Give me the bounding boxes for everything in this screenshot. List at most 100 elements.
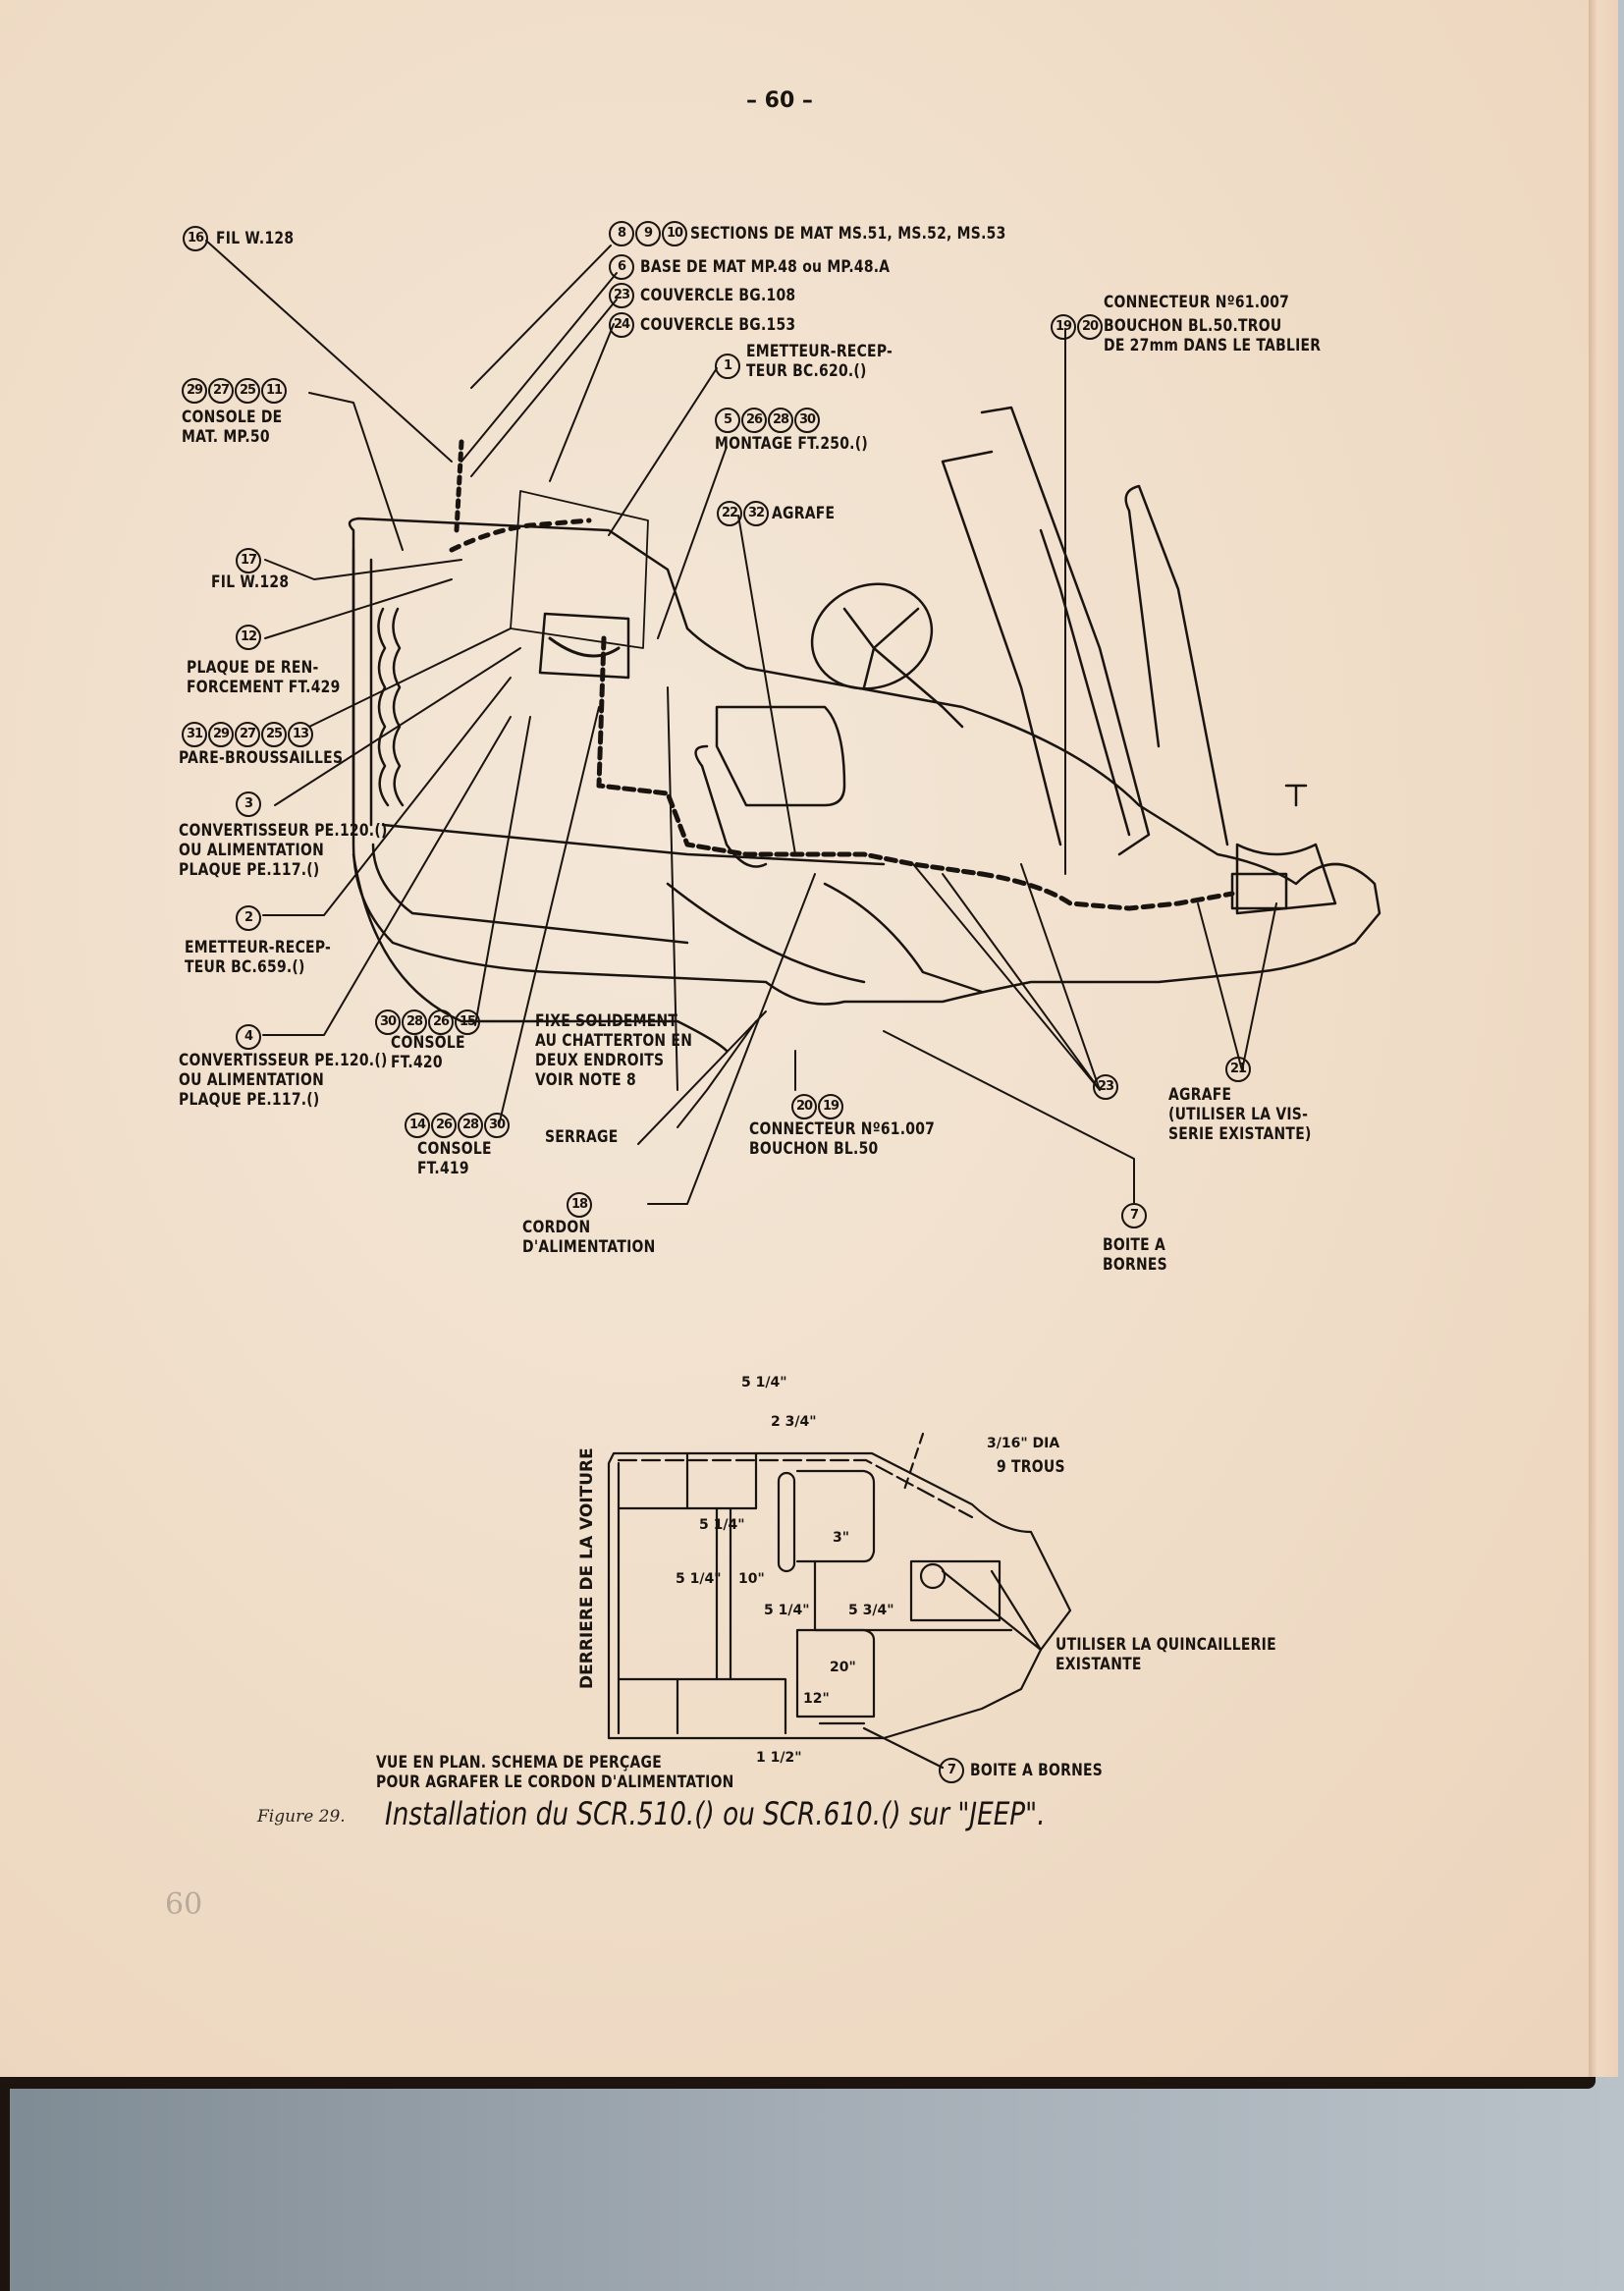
callout-number: 16 (183, 226, 208, 251)
callout-number: 14 (405, 1113, 430, 1138)
dimension: 5 1/4" (676, 1571, 722, 1587)
callout-16: 16 (183, 226, 209, 251)
plan-view-drawing (607, 1432, 1072, 1770)
callout-18: 18 (567, 1192, 593, 1218)
page-number-header: – 60 – (746, 88, 813, 113)
label-plug-bl50-hole: BOUCHON BL.50.TROU DE 27mm DANS LE TABLI… (1104, 316, 1322, 355)
callout-number: 32 (743, 501, 769, 526)
callout-6: 6 (609, 254, 635, 280)
dimension: 12" (803, 1691, 830, 1707)
callout-number: 25 (235, 378, 260, 404)
callout-23: 23 (609, 283, 635, 308)
label-clip-existing-screws: AGRAFE (UTILISER LA VIS- SERIE EXISTANTE… (1168, 1085, 1312, 1144)
callout-number: 30 (794, 408, 820, 433)
label-transceiver-bc659: EMETTEUR-RECEP- TEUR BC.659.() (185, 938, 332, 977)
callout-number: 19 (818, 1094, 843, 1119)
label-mast-base: BASE DE MAT MP.48 ou MP.48.A (640, 257, 891, 277)
label-transceiver-bc620: EMETTEUR-RECEP- TEUR BC.620.() (746, 342, 893, 381)
book-page (0, 0, 1596, 2089)
callout-number: 4 (236, 1024, 261, 1050)
label-converter-pe120-bottom: CONVERTISSEUR PE.120.() OU ALIMENTATION … (179, 1051, 388, 1110)
label-clamp: SERRAGE (545, 1127, 619, 1147)
callout-number: 11 (261, 378, 287, 404)
dimension: 2 3/4" (771, 1414, 817, 1430)
dimension: 5 1/4" (699, 1517, 745, 1533)
callout-number: 30 (375, 1009, 401, 1035)
callout-3: 3 (236, 791, 262, 817)
label-reinforcement-plate-ft429: PLAQUE DE REN- FORCEMENT FT.429 (187, 658, 341, 697)
callout-number: 26 (431, 1113, 457, 1138)
callout-2: 2 (236, 905, 262, 931)
label-nine-holes: 9 TROUS (997, 1457, 1065, 1477)
callout-number: 28 (768, 408, 793, 433)
callout-number: 29 (182, 378, 207, 404)
callout-number: 15 (455, 1009, 480, 1035)
label-converter-pe120-top: CONVERTISSEUR PE.120.() OU ALIMENTATION … (179, 821, 388, 880)
label-clip-top: AGRAFE (772, 504, 836, 523)
figure-caption: Installation du SCR.510.() ou SCR.610.()… (385, 1795, 1046, 1832)
dimension: 1 1/2" (756, 1750, 802, 1766)
label-rear-of-vehicle: DERRIERE DE LA VOITURE (577, 1447, 597, 1689)
callout-24: 24 (609, 312, 635, 338)
label-brush-guard: PARE-BROUSSAILLES (179, 748, 344, 768)
callout-number: 13 (288, 722, 313, 747)
label-mast-bracket-mp50: CONSOLE DE MAT. MP.50 (182, 408, 283, 447)
callout-number: 12 (236, 625, 261, 650)
callout-number: 26 (428, 1009, 454, 1035)
callout-number: 19 (1051, 314, 1076, 340)
dimension: 5 3/4" (848, 1603, 894, 1618)
callout-number: 7 (939, 1758, 964, 1783)
label-hole-diameter: 3/16" DIA (987, 1436, 1060, 1451)
callout-number: 18 (567, 1192, 592, 1218)
label-tape-note: FIXE SOLIDEMENT AU CHATTERTON EN DEUX EN… (535, 1011, 693, 1090)
label-terminal-box-plan: BOITE A BORNES (970, 1761, 1104, 1780)
callout-number: 24 (609, 312, 634, 338)
callout-12: 12 (236, 625, 262, 650)
book-cover-edge (0, 2089, 10, 2291)
callout-number: 23 (1093, 1074, 1118, 1100)
callout-number: 7 (1121, 1203, 1147, 1228)
callout-number: 6 (609, 254, 634, 280)
dimension: 10" (738, 1571, 765, 1587)
callout-7: 7 (1121, 1203, 1148, 1228)
power-cord (449, 439, 1235, 911)
callout-number: 21 (1225, 1057, 1251, 1082)
label-connector-61007-top: CONNECTEUR Nº61.007 (1104, 293, 1290, 312)
label-bracket-ft419: CONSOLE FT.419 (417, 1139, 492, 1178)
label-connector-plug-bottom: CONNECTEUR Nº61.007 BOUCHON BL.50 (749, 1119, 936, 1159)
callout-number: 27 (208, 378, 234, 404)
leader-lines (205, 240, 1277, 1205)
callout-number: 2 (236, 905, 261, 931)
page-edge (1589, 0, 1618, 2077)
label-cover-bg108: COUVERCLE BG.108 (640, 286, 796, 305)
callout-number: 25 (261, 722, 287, 747)
callout-number: 5 (715, 408, 740, 433)
callout-number: 23 (609, 283, 634, 308)
callout-number: 3 (236, 791, 261, 817)
callout-7-plan: 7 (939, 1758, 965, 1783)
label-fil-w128-side: FIL W.128 (211, 573, 290, 592)
callout-number: 8 (609, 221, 634, 246)
dimension: 5 1/4" (741, 1375, 787, 1391)
callout-1: 1 (715, 354, 741, 379)
label-fil-w128-top: FIL W.128 (216, 229, 295, 248)
label-mast-sections: SECTIONS DE MAT MS.51, MS.52, MS.53 (690, 224, 1006, 244)
callout-number: 31 (182, 722, 207, 747)
label-cover-bg153: COUVERCLE BG.153 (640, 315, 796, 335)
callout-number: 20 (791, 1094, 817, 1119)
callout-number: 27 (235, 722, 260, 747)
callout-number: 26 (741, 408, 767, 433)
figure-number: Figure 29. (257, 1807, 346, 1827)
dimension: 5 1/4" (764, 1603, 810, 1618)
callout-number: 22 (717, 501, 742, 526)
jeep-body (348, 406, 1381, 1053)
callout-number: 1 (715, 354, 740, 379)
